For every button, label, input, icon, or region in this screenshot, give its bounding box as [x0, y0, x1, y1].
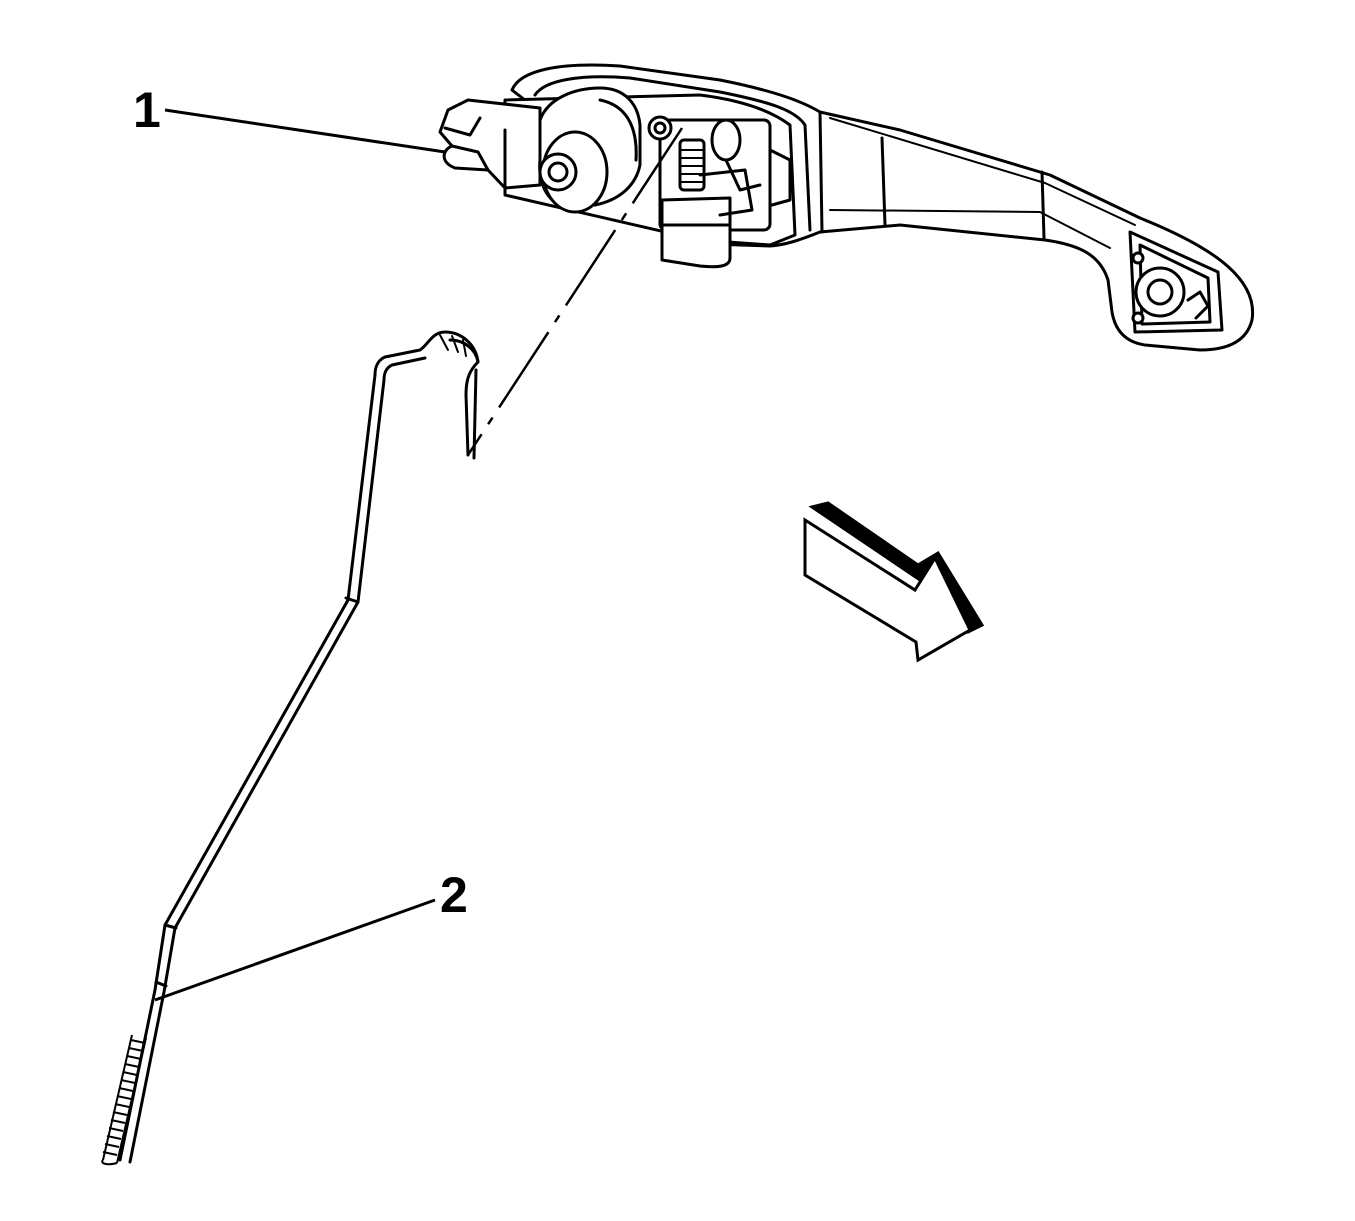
lock-cylinder-ring	[598, 98, 638, 162]
callout-label-2: 2	[440, 867, 468, 923]
rod-segment-mark-3	[154, 980, 168, 988]
clip-slot-2	[443, 116, 482, 137]
callout-label-1: 1	[133, 82, 161, 138]
handle-end-hole-bottom	[1131, 311, 1145, 325]
arrow-body	[803, 517, 972, 663]
cam-arm	[724, 158, 762, 192]
handle-end-clip	[1186, 290, 1210, 320]
clip-slot	[450, 144, 490, 172]
rod-threaded-end	[101, 1034, 147, 1166]
handle-top-edge	[829, 117, 1136, 226]
linkage-lever	[698, 168, 754, 217]
alignment-line	[466, 127, 684, 456]
handle-end-hole-top	[1131, 251, 1145, 265]
lock-cylinder-core	[547, 161, 569, 183]
door-handle-assembly	[438, 63, 1255, 352]
actuator-rod	[118, 330, 480, 1164]
handle-bottom-edge	[829, 209, 1111, 249]
cam-roller	[710, 118, 742, 162]
rod-segment-mark-2	[163, 923, 178, 930]
pivot-screw-core	[653, 121, 667, 135]
arrow-right-down-icon	[803, 501, 985, 663]
housing-tab	[768, 148, 792, 207]
handle-inner-edge	[533, 75, 812, 232]
spring-lines	[681, 149, 703, 183]
handle-end-bolt-inner	[1146, 278, 1174, 306]
rod-outline-inner	[128, 338, 480, 1164]
connector-block	[660, 196, 732, 269]
rod-segment-mark-1	[344, 596, 360, 604]
rod-outline	[118, 330, 480, 1162]
rod-bend-shading	[439, 334, 467, 357]
handle-facet-line-1	[818, 110, 824, 234]
callout-2-leader	[154, 898, 436, 1002]
callout-1-leader	[164, 108, 446, 154]
clip-bracket	[438, 98, 542, 190]
